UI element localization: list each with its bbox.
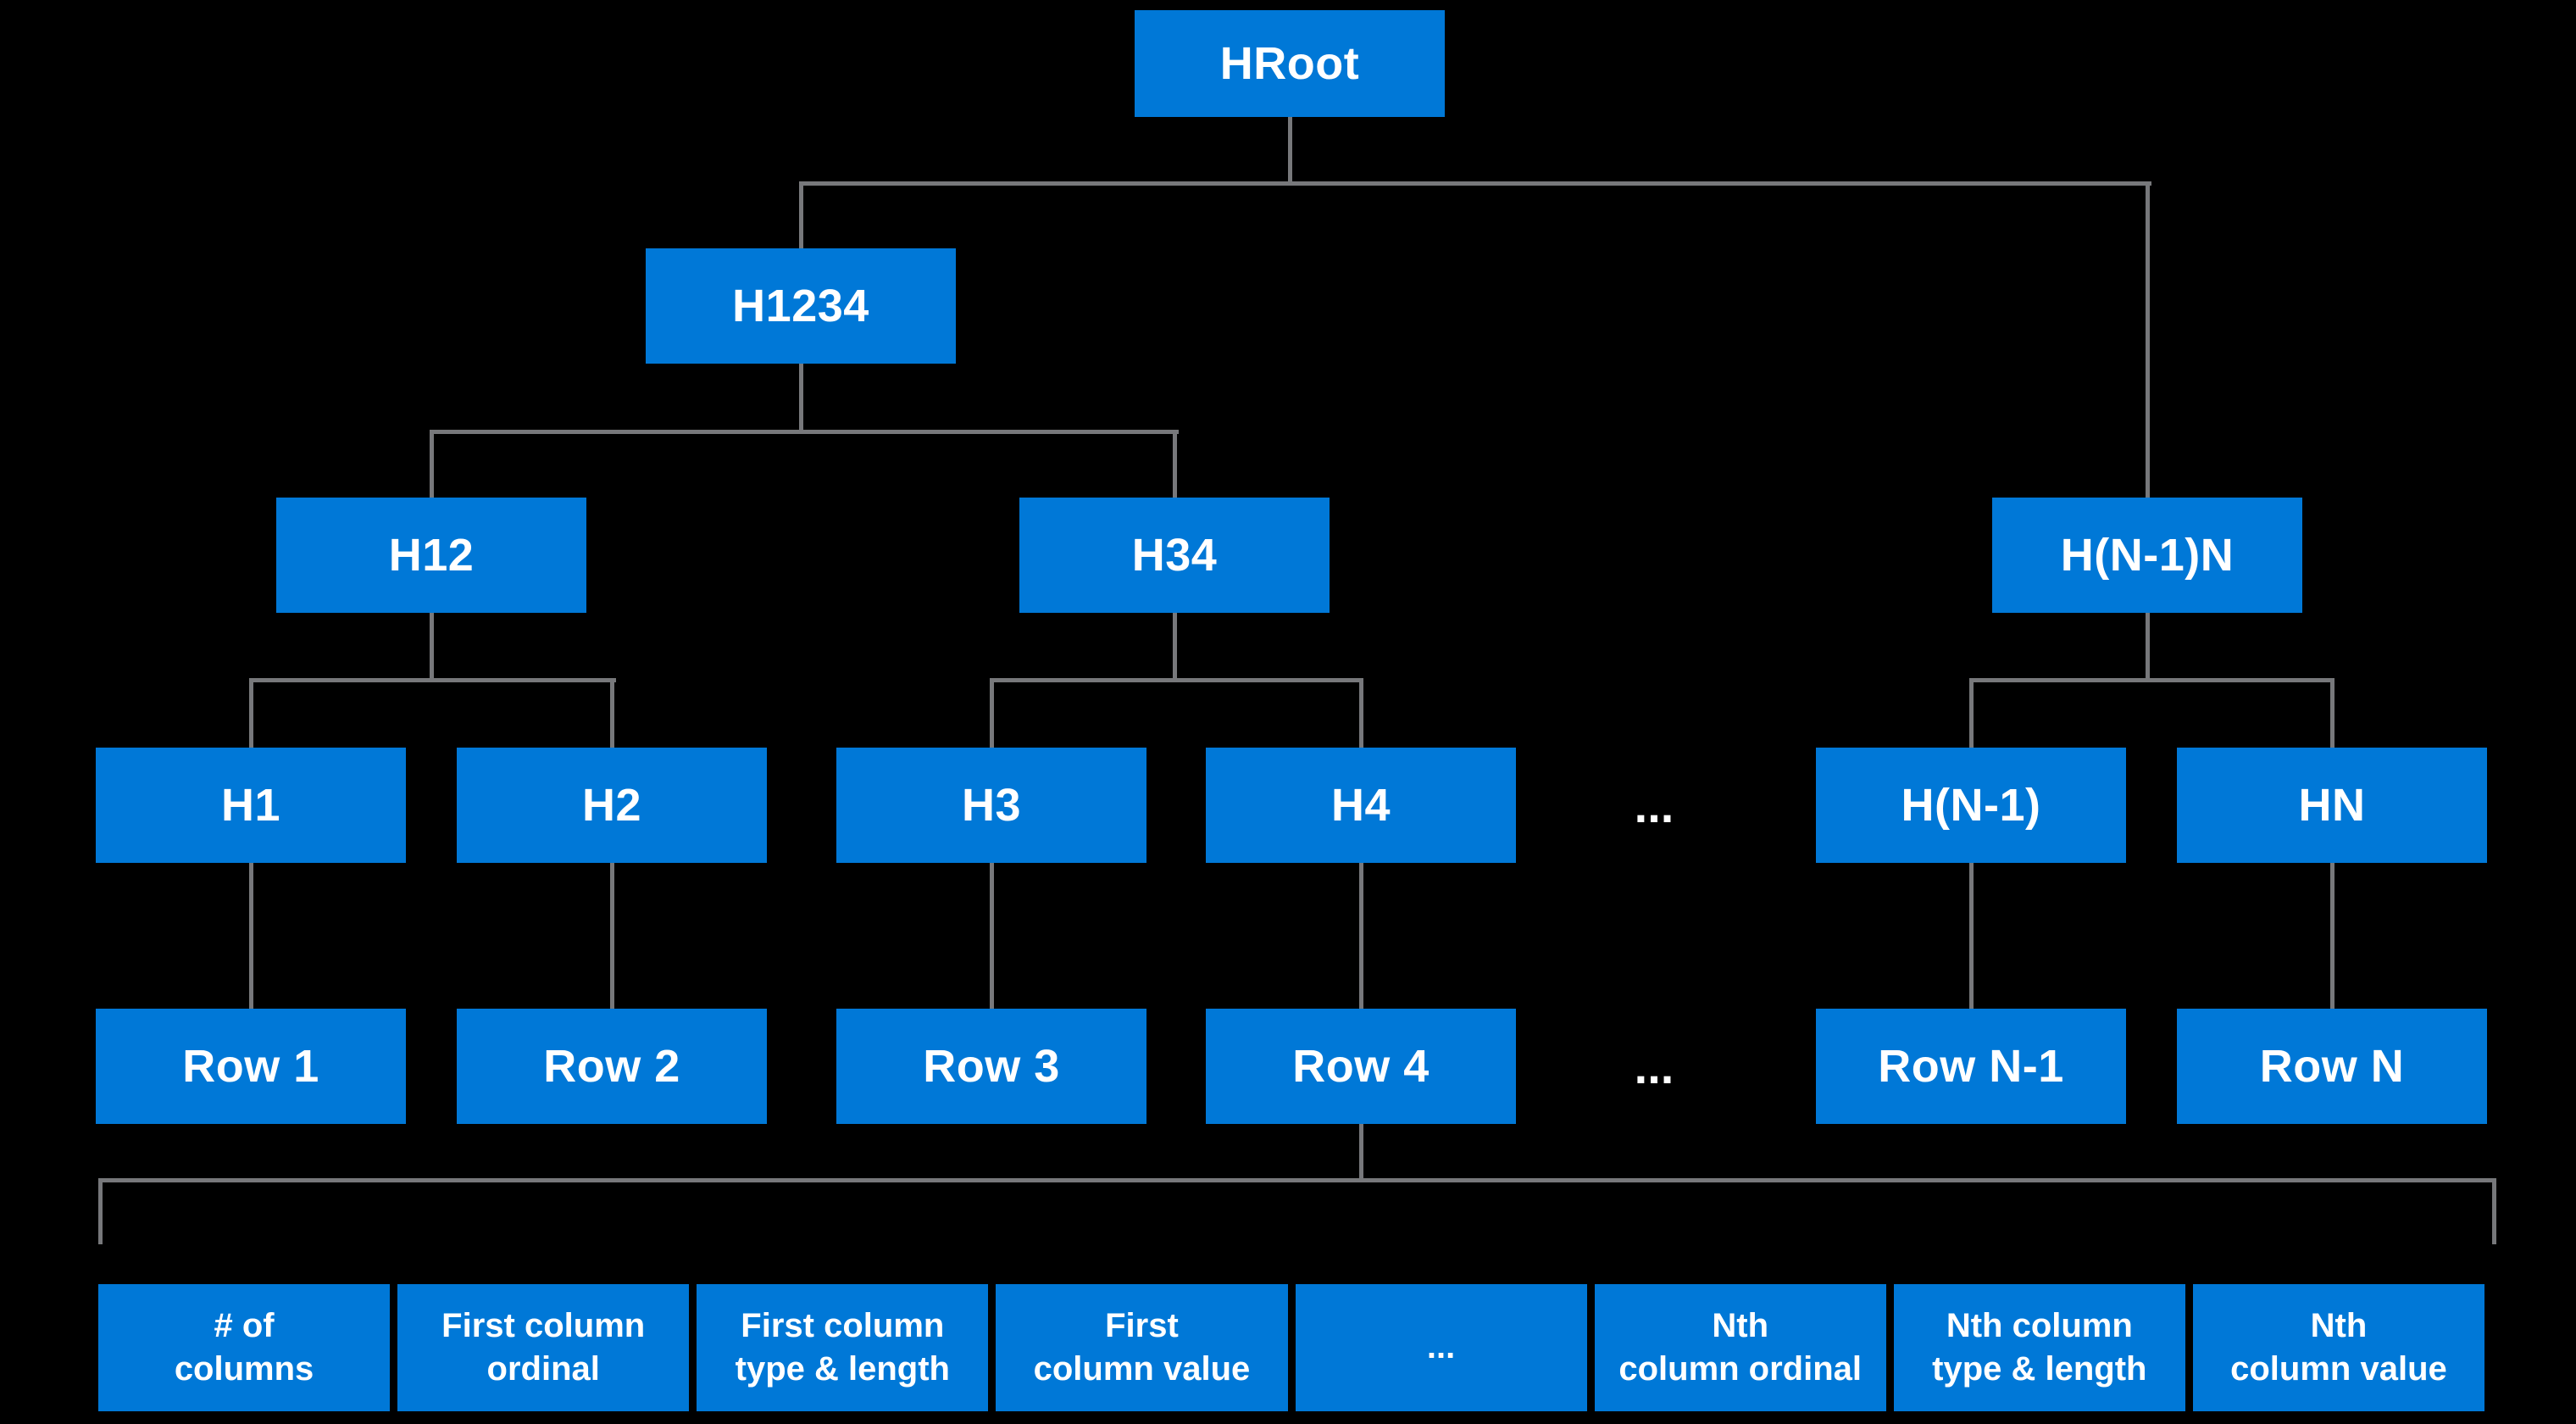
node-h1: H1 bbox=[96, 748, 406, 863]
node-row4: Row 4 bbox=[1206, 1009, 1516, 1124]
connector-line bbox=[799, 364, 803, 430]
node-h12: H12 bbox=[276, 498, 586, 613]
connector-line bbox=[990, 863, 994, 1009]
node-row1: Row 1 bbox=[96, 1009, 406, 1124]
node-h4: H4 bbox=[1206, 748, 1516, 863]
connector-line bbox=[98, 1178, 2496, 1182]
field-first-col-value: First column value bbox=[996, 1284, 1288, 1411]
connector-line bbox=[799, 181, 2151, 186]
connector-line bbox=[249, 678, 616, 682]
connector-line bbox=[610, 682, 614, 748]
node-row2: Row 2 bbox=[457, 1009, 767, 1124]
field-ellipsis: ... bbox=[1295, 1284, 1587, 1411]
node-h1234: H1234 bbox=[646, 248, 956, 364]
node-rown: Row N bbox=[2177, 1009, 2487, 1124]
field-nth-col-ordinal: Nth column ordinal bbox=[1594, 1284, 1886, 1411]
row-level-ellipsis: ... bbox=[1634, 1039, 1674, 1093]
connector-line bbox=[990, 678, 1363, 682]
connector-line bbox=[98, 1182, 103, 1244]
connector-line bbox=[990, 682, 994, 748]
connector-line bbox=[1173, 434, 1177, 498]
field-first-col-ordinal: First column ordinal bbox=[397, 1284, 690, 1411]
connector-line bbox=[2330, 682, 2334, 748]
connector-line bbox=[430, 434, 434, 498]
connector-line bbox=[249, 863, 253, 1009]
field-nth-col-value: Nth column value bbox=[2192, 1284, 2484, 1411]
connector-line bbox=[2492, 1182, 2496, 1244]
connector-line bbox=[2330, 863, 2334, 1009]
connector-line bbox=[1359, 1124, 1363, 1182]
connector-line bbox=[1969, 863, 1974, 1009]
field-first-col-type: First column type & length bbox=[697, 1284, 989, 1411]
connector-line bbox=[1288, 117, 1292, 186]
field-nth-col-type: Nth column type & length bbox=[1893, 1284, 2185, 1411]
connector-line bbox=[2146, 186, 2150, 498]
connector-line bbox=[799, 186, 803, 248]
node-h2: H2 bbox=[457, 748, 767, 863]
node-hn1: H(N-1) bbox=[1816, 748, 2126, 863]
node-hn: HN bbox=[2177, 748, 2487, 863]
connector-line bbox=[430, 430, 1179, 434]
connector-line bbox=[430, 613, 434, 678]
node-row3: Row 3 bbox=[836, 1009, 1146, 1124]
connector-line bbox=[1969, 682, 1974, 748]
connector-line bbox=[1969, 678, 2334, 682]
connector-line bbox=[1359, 682, 1363, 748]
connector-line bbox=[1359, 863, 1363, 1009]
node-hroot: HRoot bbox=[1135, 10, 1445, 117]
node-h34: H34 bbox=[1019, 498, 1330, 613]
node-h3: H3 bbox=[836, 748, 1146, 863]
node-hn1n: H(N-1)N bbox=[1992, 498, 2302, 613]
row-field-strip: # of columns First column ordinal First … bbox=[98, 1284, 2484, 1411]
connector-line bbox=[249, 682, 253, 748]
node-rown1: Row N-1 bbox=[1816, 1009, 2126, 1124]
connector-line bbox=[1173, 613, 1177, 678]
connector-line bbox=[610, 863, 614, 1009]
field-num-columns: # of columns bbox=[98, 1284, 391, 1411]
hash-level-ellipsis: ... bbox=[1634, 778, 1674, 832]
connector-line bbox=[2146, 613, 2150, 678]
